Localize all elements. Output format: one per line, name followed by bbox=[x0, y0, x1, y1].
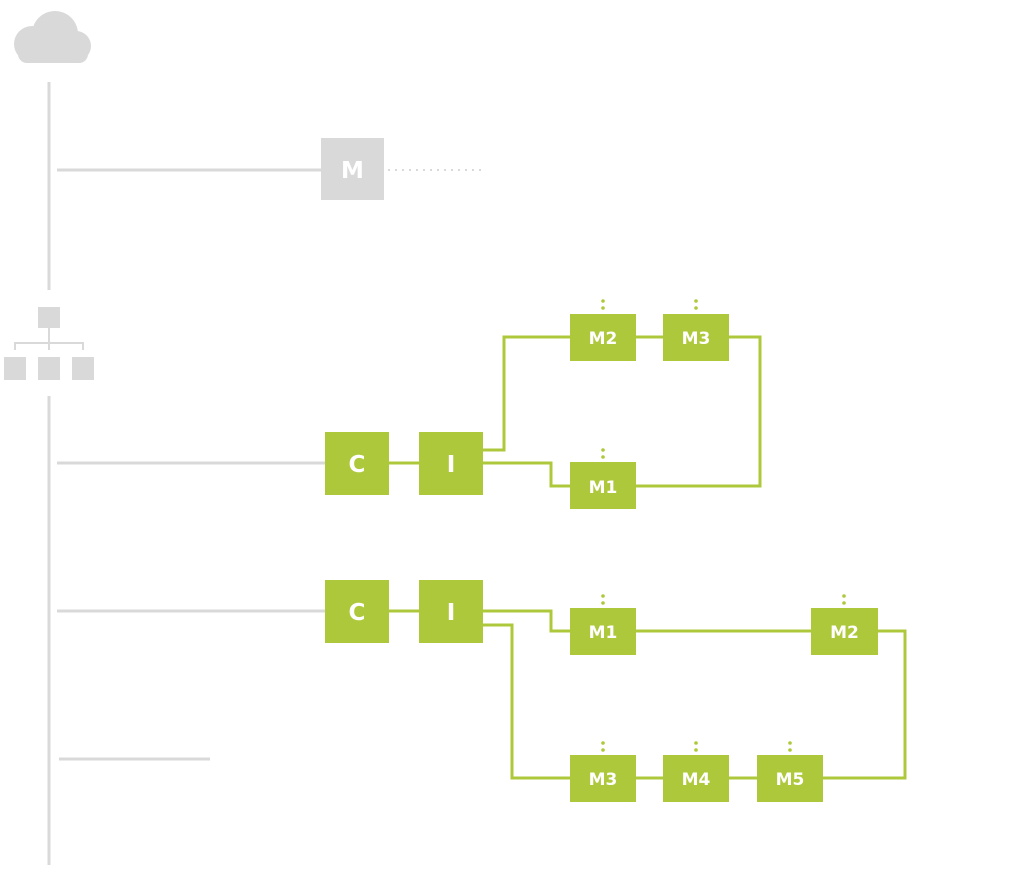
module-label: M3 bbox=[589, 770, 618, 790]
module-label: M2 bbox=[830, 623, 859, 643]
module-node-m1[interactable]: M1 bbox=[570, 448, 636, 509]
cluster-2: C I M1 M2 M3 bbox=[325, 580, 907, 802]
module-label: M1 bbox=[589, 478, 618, 498]
connector-m2-m5-loop bbox=[822, 629, 907, 780]
connector-i-m1 bbox=[482, 461, 571, 488]
hierarchy-icon bbox=[4, 307, 94, 380]
module-node-m2[interactable]: M2 bbox=[811, 594, 878, 655]
module-node-m3[interactable]: M3 bbox=[663, 299, 729, 361]
module-node-m5[interactable]: M5 bbox=[757, 741, 823, 802]
module-node-m2[interactable]: M2 bbox=[570, 299, 636, 361]
module-label: M2 bbox=[589, 329, 618, 349]
module-label: M4 bbox=[682, 770, 711, 790]
connector-i-m2 bbox=[482, 335, 571, 452]
cluster-1: C I M2 M3 M1 bbox=[325, 299, 762, 509]
cloud-icon bbox=[14, 11, 91, 63]
interface-node[interactable]: I bbox=[419, 432, 483, 495]
legacy-module-label: M bbox=[341, 158, 364, 184]
module-node-m4[interactable]: M4 bbox=[663, 741, 729, 802]
module-node-m3[interactable]: M3 bbox=[570, 741, 636, 802]
legacy-module-node[interactable]: M bbox=[321, 138, 384, 200]
connector-m3-m1-loop bbox=[635, 335, 762, 488]
interface-label: I bbox=[447, 600, 456, 626]
connector-i-m1 bbox=[482, 609, 571, 633]
controller-label: C bbox=[349, 600, 366, 626]
connector-i-m3 bbox=[482, 623, 571, 780]
interface-label: I bbox=[447, 452, 456, 478]
interface-node[interactable]: I bbox=[419, 580, 483, 643]
controller-node[interactable]: C bbox=[325, 580, 389, 643]
module-label: M1 bbox=[589, 623, 618, 643]
module-label: M5 bbox=[776, 770, 805, 790]
module-node-m1[interactable]: M1 bbox=[570, 594, 636, 655]
controller-node[interactable]: C bbox=[325, 432, 389, 495]
module-label: M3 bbox=[682, 329, 711, 349]
controller-label: C bbox=[349, 452, 366, 478]
